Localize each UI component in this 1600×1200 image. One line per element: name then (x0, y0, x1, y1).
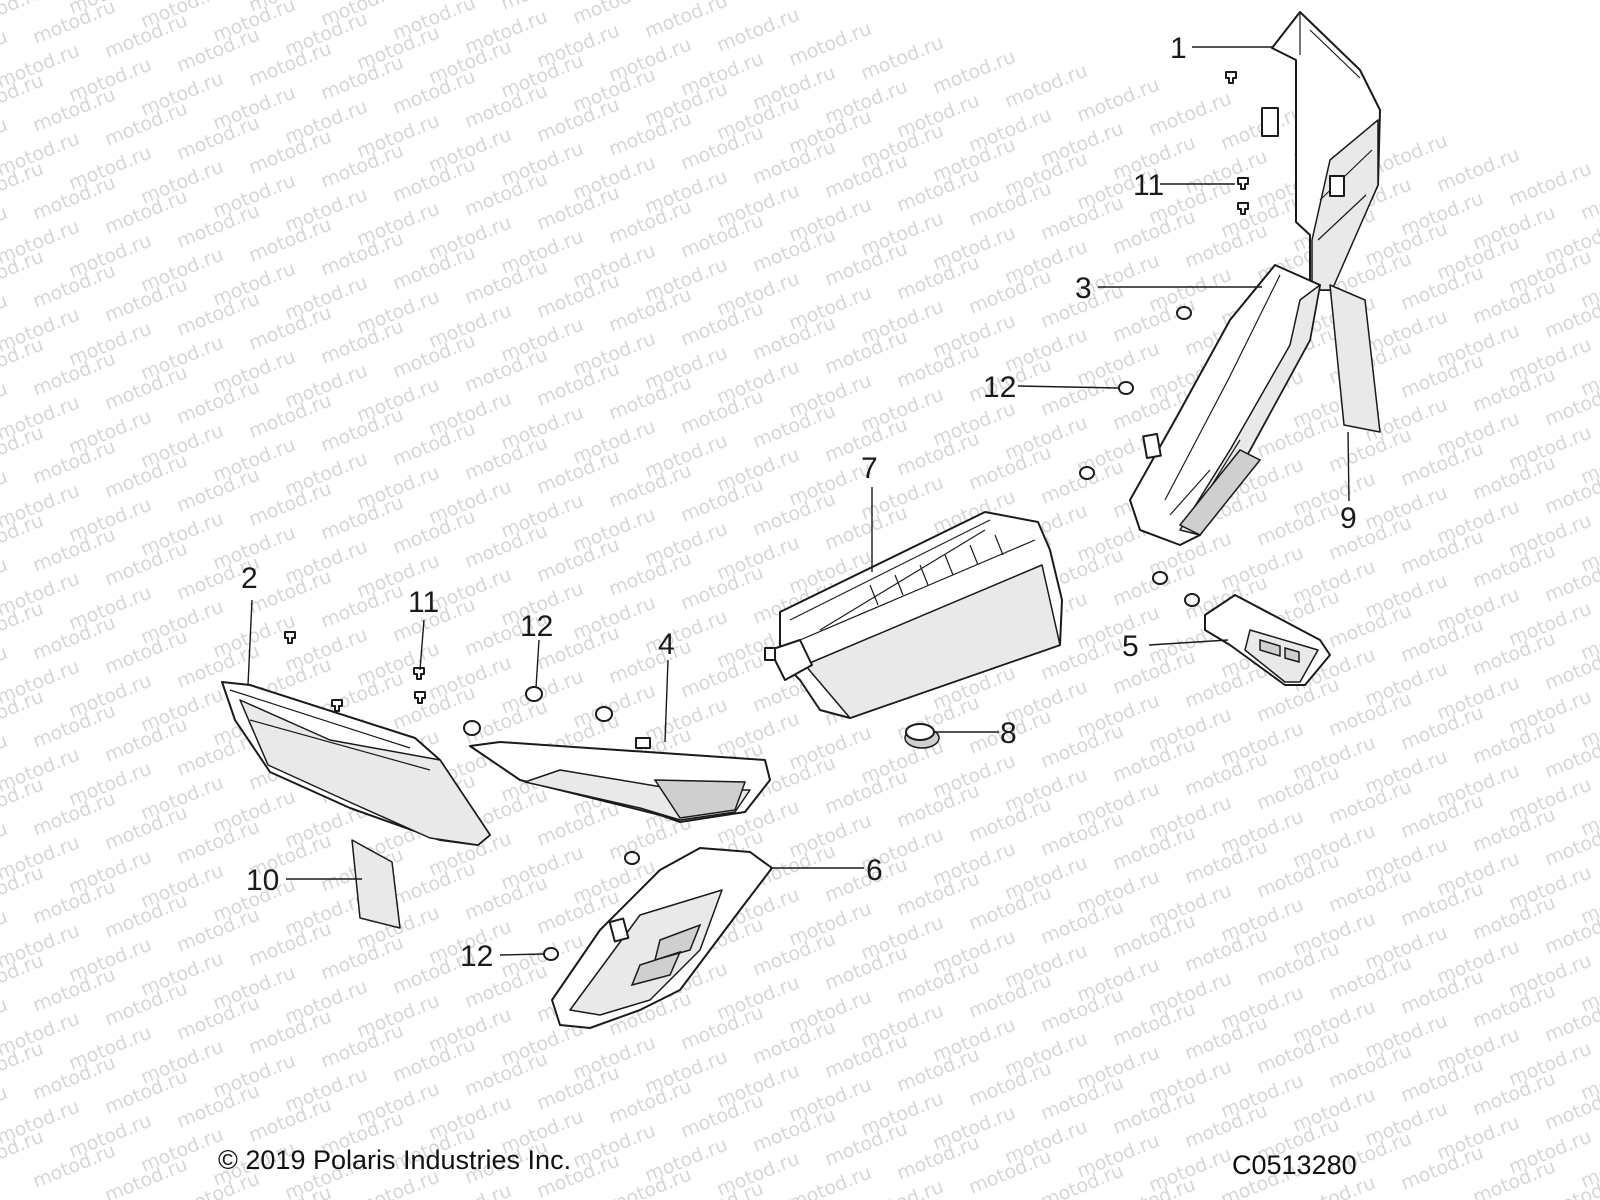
callout-7: 7 (861, 452, 878, 485)
callout-4: 4 (658, 628, 675, 661)
part-11-screws-top (1225, 71, 1249, 215)
part-8-plug (904, 723, 940, 749)
callout-11-top: 11 (1133, 169, 1164, 202)
callout-12-lower: 12 (460, 940, 493, 973)
callout-6: 6 (866, 854, 883, 887)
callout-3: 3 (1075, 272, 1092, 305)
part-4-lamp-center (469, 737, 771, 823)
part-1-housing (1261, 11, 1381, 291)
copyright-notice: © 2019 Polaris Industries Inc. (218, 1145, 572, 1175)
callout-labels: 1 2 3 4 5 6 7 8 9 10 11 11 12 12 12 (241, 32, 1357, 973)
callout-1: 1 (1170, 32, 1187, 65)
callout-5: 5 (1122, 630, 1139, 663)
part-5-small-lamp (1204, 594, 1331, 686)
part-2-lamp-left (221, 681, 491, 846)
callout-11-left: 11 (408, 586, 439, 619)
part-6-lamp-lower (551, 847, 773, 1029)
callout-12-right: 12 (983, 371, 1016, 404)
part-9-gasket-right (1329, 284, 1381, 433)
callout-2: 2 (241, 562, 258, 595)
part-12-grommets (463, 306, 1200, 961)
callout-12-center: 12 (520, 610, 553, 643)
part-11-screws-left (284, 631, 426, 712)
part-10-gasket-left (351, 839, 401, 929)
callout-10: 10 (246, 864, 279, 897)
callout-9: 9 (1340, 502, 1357, 535)
part-7-module (764, 511, 1063, 719)
part-3-lamp-right (1129, 264, 1321, 546)
callout-8: 8 (1000, 717, 1017, 750)
drawing-number: C0513280 (1232, 1150, 1357, 1180)
leader-lines (247, 46, 1350, 956)
